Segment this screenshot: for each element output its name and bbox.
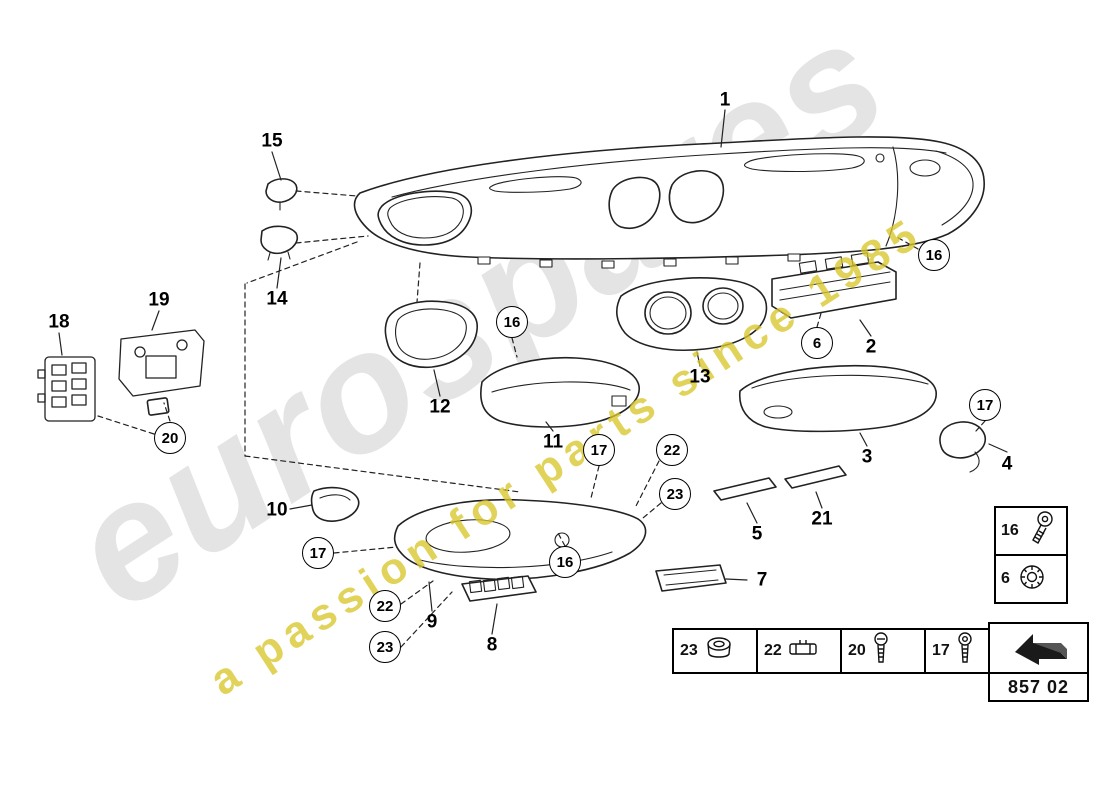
- torx-screw-icon: [955, 631, 975, 671]
- callout-18[interactable]: 18: [48, 311, 70, 333]
- fastener-label: 20: [848, 642, 866, 659]
- circled-callout-17[interactable]: 17: [583, 434, 615, 466]
- part-21-trim-strip: [785, 466, 846, 488]
- fastener-label: 23: [680, 642, 698, 659]
- part-10-side-trim: [312, 488, 359, 522]
- callout-3[interactable]: 3: [861, 446, 873, 468]
- part-3-glove-box-lid: [740, 366, 936, 432]
- fastener-legend: 16 6: [994, 506, 1068, 604]
- part-1-dash-panel: [354, 137, 984, 268]
- callout-9[interactable]: 9: [426, 611, 438, 633]
- fastener-cell-23: 23: [674, 630, 756, 672]
- torx-screw-icon: [1023, 510, 1057, 553]
- callout-10[interactable]: 10: [266, 499, 288, 521]
- fastener-cell-22: 22: [756, 630, 840, 672]
- circled-callout-22[interactable]: 22: [369, 590, 401, 622]
- callout-4[interactable]: 4: [1001, 453, 1013, 475]
- callout-14[interactable]: 14: [266, 288, 288, 310]
- pan-screw-icon: [871, 631, 891, 671]
- callout-7[interactable]: 7: [756, 569, 768, 591]
- part-5-trim-strip: [714, 478, 776, 500]
- circled-callout-6[interactable]: 6: [801, 327, 833, 359]
- part-8-switch-bank: [462, 576, 536, 601]
- part-15-bracket: [266, 179, 297, 210]
- callout-13[interactable]: 13: [689, 366, 711, 388]
- leader-lines: [59, 110, 1007, 634]
- push-clip-icon: [1014, 560, 1048, 599]
- legend-cell-6: 6: [996, 554, 1066, 602]
- callout-11[interactable]: 11: [542, 431, 564, 453]
- callout-21[interactable]: 21: [811, 508, 833, 530]
- circled-callout-20[interactable]: 20: [154, 422, 186, 454]
- fastener-cell-17: 17: [924, 630, 1008, 672]
- fastener-label: 17: [932, 642, 950, 659]
- part-code-box: 857 02: [988, 622, 1089, 702]
- part-7-tray: [656, 565, 726, 591]
- part-12-cluster-hood: [385, 301, 477, 367]
- grommet-icon: [703, 634, 735, 669]
- part-19-bracket: [119, 330, 204, 396]
- part-11-cluster-trim: [481, 358, 639, 427]
- callout-15[interactable]: 15: [261, 130, 283, 152]
- direction-arrow-icon: [990, 624, 1087, 672]
- callout-2[interactable]: 2: [865, 336, 877, 358]
- part-13-vent-frame: [617, 278, 767, 350]
- part-2-panel: [772, 253, 896, 318]
- callout-1[interactable]: 1: [719, 89, 731, 111]
- callout-8[interactable]: 8: [486, 634, 498, 656]
- clip-icon: [787, 638, 819, 665]
- callout-5[interactable]: 5: [751, 523, 763, 545]
- part-14-bracket: [261, 226, 297, 260]
- circled-callout-16[interactable]: 16: [549, 546, 581, 578]
- circled-callout-16[interactable]: 16: [496, 306, 528, 338]
- leader-lines-dashed: [98, 191, 985, 647]
- circled-callout-17[interactable]: 17: [302, 537, 334, 569]
- legend-label: 16: [1001, 522, 1019, 539]
- callout-19[interactable]: 19: [148, 289, 170, 311]
- part-18-control-module: [38, 357, 95, 421]
- fastener-table: 23 22 20: [672, 628, 1010, 674]
- circled-callout-23[interactable]: 23: [369, 631, 401, 663]
- legend-label: 6: [1001, 570, 1010, 587]
- part-code: 857 02: [990, 672, 1087, 700]
- circled-callout-16[interactable]: 16: [918, 239, 950, 271]
- circled-callout-23[interactable]: 23: [659, 478, 691, 510]
- part-20-fastener: [147, 398, 169, 416]
- callout-12[interactable]: 12: [429, 396, 451, 418]
- part-9-lower-panel: [395, 500, 646, 580]
- fastener-label: 22: [764, 642, 782, 659]
- circled-callout-22[interactable]: 22: [656, 434, 688, 466]
- circled-callout-17[interactable]: 17: [969, 389, 1001, 421]
- fastener-cell-20: 20: [840, 630, 924, 672]
- part-4-end-trim: [940, 422, 985, 472]
- legend-cell-16: 16: [996, 508, 1066, 554]
